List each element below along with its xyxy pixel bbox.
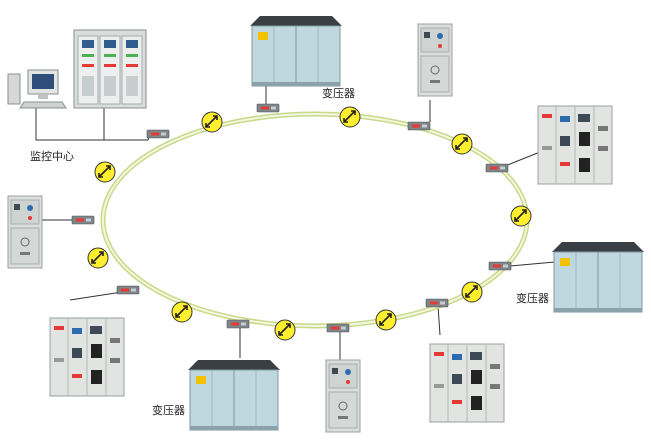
switchgear-cabinet-icon [537, 105, 613, 185]
box-transformer-icon [249, 15, 343, 87]
switchgear-cabinet-icon [429, 343, 505, 423]
repeater-icon [171, 301, 193, 323]
switchgear-cabinet-icon [7, 195, 43, 269]
switchgear-cabinet-icon [417, 23, 453, 97]
repeater-icon [451, 133, 473, 155]
optical-node-icon [326, 323, 350, 333]
optical-node-icon [71, 215, 95, 225]
repeater-icon [339, 106, 361, 128]
repeater-icon [201, 111, 223, 133]
repeater-icon [94, 161, 116, 183]
repeater-icon [274, 319, 296, 341]
switchgear-cabinet-icon [325, 359, 361, 433]
repeater-icon [375, 309, 397, 331]
optical-node-icon [407, 121, 431, 131]
repeaters [87, 106, 532, 341]
optical-node-icon [485, 163, 509, 173]
transformer-right-label: 变压器 [516, 291, 549, 305]
transformer-top: 变压器 [249, 15, 355, 100]
transformer-right: 变压器 [516, 241, 645, 313]
monitoring-center: 监控中心 [7, 29, 147, 163]
switchgear-cabinet-icon [49, 317, 125, 397]
repeater-icon [87, 247, 109, 269]
control-center-label: 监控中心 [30, 149, 74, 163]
repeater-icon [461, 281, 483, 303]
optical-node-icon [146, 129, 170, 139]
transformer-bottom: 变压器 [152, 359, 281, 431]
box-transformer-icon [551, 241, 645, 313]
optical-node-icon [425, 298, 449, 308]
optical-node-icon [256, 103, 280, 113]
box-transformer-icon [187, 359, 281, 431]
optical-node-icon [226, 319, 250, 329]
repeater-icon [510, 205, 532, 227]
transformer-bottom-label: 变压器 [152, 403, 185, 417]
computer-icon [7, 69, 67, 109]
optical-node-icon [116, 285, 140, 295]
transformer-top-label: 变压器 [322, 86, 355, 100]
optical-node-icon [488, 261, 512, 271]
server-rack-icon [73, 29, 147, 109]
